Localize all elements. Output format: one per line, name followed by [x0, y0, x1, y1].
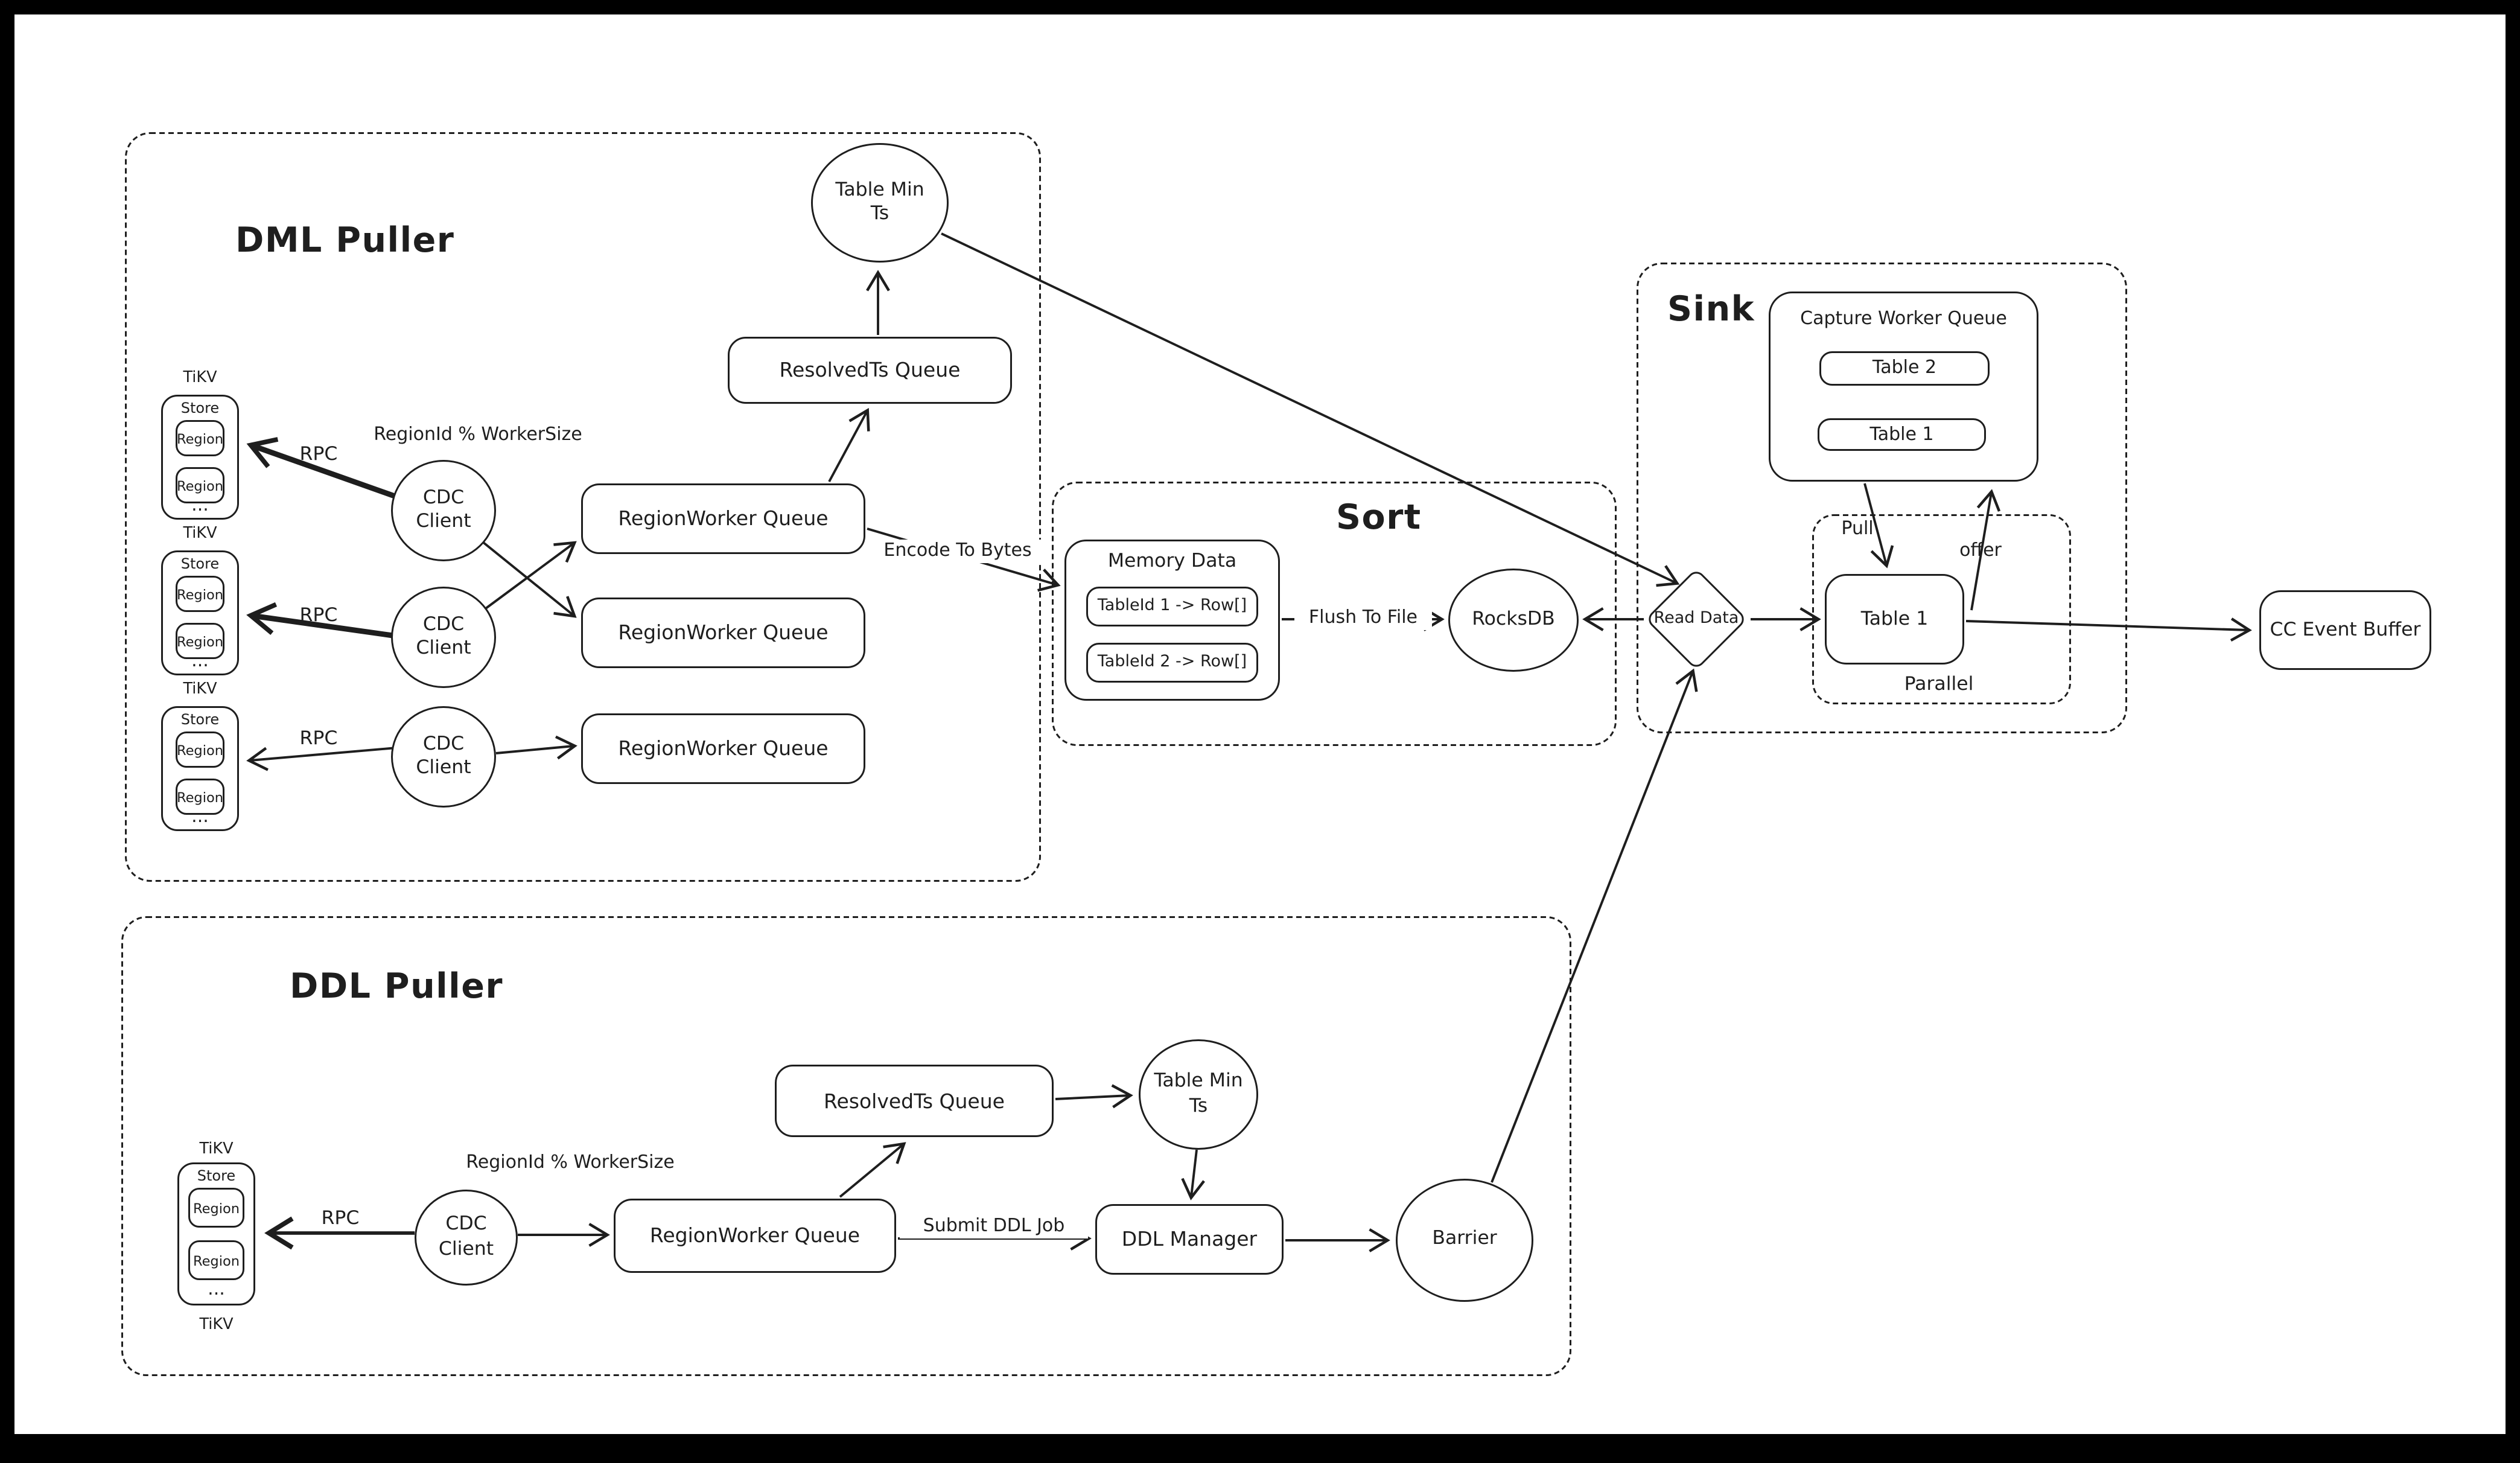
- region-box: Region: [176, 623, 224, 659]
- regionworker-queue-node: RegionWorker Queue: [581, 483, 865, 554]
- cdc-client-node: CDC Client: [391, 587, 496, 688]
- cdc-client-line2: Client: [416, 637, 471, 659]
- tikv-label: TiKV: [183, 369, 217, 387]
- store-label: Store: [180, 556, 220, 572]
- sink-container: [1637, 263, 2127, 733]
- tikv-store-box: [177, 1162, 255, 1305]
- resolvedts-queue-node: ResolvedTs Queue: [775, 1065, 1054, 1137]
- rpc-label: RPC: [321, 1207, 360, 1229]
- rpc-label: RPC: [299, 727, 338, 750]
- cdc-client-line2: Client: [416, 757, 471, 779]
- regionworker-queue-node: RegionWorker Queue: [581, 598, 865, 668]
- regionid-workersize-label: RegionId % WorkerSize: [466, 1153, 675, 1173]
- tikv-label: TiKV: [183, 681, 217, 699]
- tableid2-row: TableId 2 -> Row[]: [1086, 643, 1258, 683]
- tikv-store-box: [161, 706, 239, 831]
- region-box: Region: [176, 420, 224, 456]
- rpc-label: RPC: [299, 604, 338, 626]
- arrow-tablemints-to-readdata: [941, 232, 1680, 587]
- capture-worker-queue-label: Capture Worker Queue: [1800, 310, 2007, 330]
- arrow-ddl-resolvedts-to-tablemints: [1055, 1084, 1133, 1109]
- offer-label: offer: [1959, 541, 2002, 561]
- arrow-table1-to-cceventbuffer: [1965, 617, 2252, 642]
- cdc-client-node: CDC Client: [391, 706, 496, 808]
- submit-ddl-job-label: Submit DDL Job: [900, 1215, 1088, 1238]
- regionid-workersize-label: RegionId % WorkerSize: [374, 426, 582, 445]
- tikv-label: TiKV: [183, 525, 217, 543]
- region-box: Region: [176, 779, 224, 815]
- ddl-manager-node: DDL Manager: [1095, 1204, 1284, 1275]
- region-box: Region: [176, 732, 224, 768]
- cc-event-buffer-box: CC Event Buffer: [2259, 590, 2431, 670]
- cdc-client-line2: Client: [416, 511, 471, 532]
- rocksdb-node: RocksDB: [1448, 569, 1579, 672]
- table-min-ts-line1: Table Min: [1154, 1071, 1243, 1093]
- store-label: Store: [180, 400, 220, 416]
- table-min-ts-node: Table Min Ts: [1139, 1039, 1258, 1150]
- tikv-label: TiKV: [199, 1316, 234, 1334]
- arrow-pull-cwq-to-table1: [1863, 483, 1894, 569]
- region-ellipsis: ...: [191, 808, 209, 827]
- cdc-client-line1: CDC: [422, 613, 465, 636]
- dml-puller-container: [125, 132, 1041, 882]
- arrow-barrier-to-readdata: [1491, 668, 1698, 1183]
- ddl-puller-title: DDL Puller: [290, 967, 503, 1007]
- tikv-label: TiKV: [199, 1141, 234, 1159]
- barrier-label: Barrier: [1432, 1228, 1497, 1251]
- rpc-label: RPC: [299, 443, 338, 465]
- ddl-puller-container: [121, 916, 1571, 1376]
- edges-layer: [246, 232, 2252, 1252]
- arrow-cdc1-to-tikv1: [246, 437, 396, 499]
- arrow-cdc2-to-queue1: [482, 541, 577, 611]
- tableid1-row: TableId 1 -> Row[]: [1086, 587, 1258, 626]
- cdc-client-line1: CDC: [422, 733, 465, 755]
- table-min-ts-node: Table Min Ts: [811, 143, 949, 263]
- region-ellipsis: ...: [208, 1280, 225, 1300]
- dml-puller-title: DML Puller: [235, 221, 455, 261]
- flush-to-file-label: Flush To File: [1294, 607, 1432, 630]
- cdc-client-node: CDC Client: [415, 1190, 518, 1286]
- region-box: Region: [188, 1188, 244, 1228]
- arrow-offer-table1-to-cwq: [1970, 489, 2001, 611]
- sort-title: Sort: [1336, 498, 1422, 538]
- parallel-label: Parallel: [1904, 673, 1974, 695]
- table-min-ts-line2: Ts: [1189, 1094, 1208, 1117]
- store-label: Store: [180, 712, 220, 728]
- sort-container: [1052, 482, 1617, 746]
- sink-title: Sink: [1667, 290, 1755, 330]
- store-label: Store: [197, 1168, 236, 1184]
- resolvedts-queue-node: ResolvedTs Queue: [728, 337, 1012, 404]
- region-ellipsis: ...: [191, 496, 209, 516]
- region-box: Region: [176, 576, 224, 612]
- region-box: Region: [176, 467, 224, 503]
- table-min-ts-line2: Ts: [870, 203, 889, 225]
- read-data-label: Read Data: [1653, 609, 1739, 628]
- barrier-node: Barrier: [1396, 1179, 1533, 1302]
- cdc-client-line1: CDC: [422, 486, 465, 509]
- encode-to-bytes-label: Encode To Bytes: [871, 540, 1045, 563]
- table2-box: Table 2: [1819, 351, 1990, 386]
- parallel-container: [1812, 514, 2071, 704]
- arrow-queue1-to-resolvedts: [828, 407, 870, 482]
- region-box: Region: [188, 1240, 244, 1280]
- tikv-store-box: [161, 550, 239, 675]
- table-min-ts-line1: Table Min: [835, 179, 924, 201]
- memory-data-label: Memory Data: [1107, 550, 1237, 572]
- region-ellipsis: ...: [191, 652, 209, 672]
- rocksdb-label: RocksDB: [1472, 608, 1555, 630]
- table1-worker-box: Table 1: [1825, 574, 1964, 665]
- cdc-client-line2: Client: [438, 1237, 494, 1260]
- diagram-canvas: DML Puller Sort Sink Parallel DDL Puller…: [14, 14, 2506, 1434]
- table1-queue-box: Table 1: [1818, 418, 1986, 451]
- cdc-client-line1: CDC: [445, 1214, 487, 1236]
- regionworker-queue-node: RegionWorker Queue: [581, 713, 865, 784]
- arrow-ddl-queue-to-resolvedts: [839, 1142, 906, 1198]
- arrow-ddl-tablemints-to-manager: [1181, 1149, 1205, 1200]
- arrow-cdc3-to-tikv3: [246, 747, 397, 771]
- regionworker-queue-node: RegionWorker Queue: [614, 1199, 896, 1273]
- pull-label: Pull: [1841, 520, 1874, 540]
- arrow-cdc2-to-tikv2: [246, 602, 393, 639]
- arrow-cdc3-to-queue3: [495, 735, 578, 760]
- cdc-client-node: CDC Client: [391, 460, 496, 561]
